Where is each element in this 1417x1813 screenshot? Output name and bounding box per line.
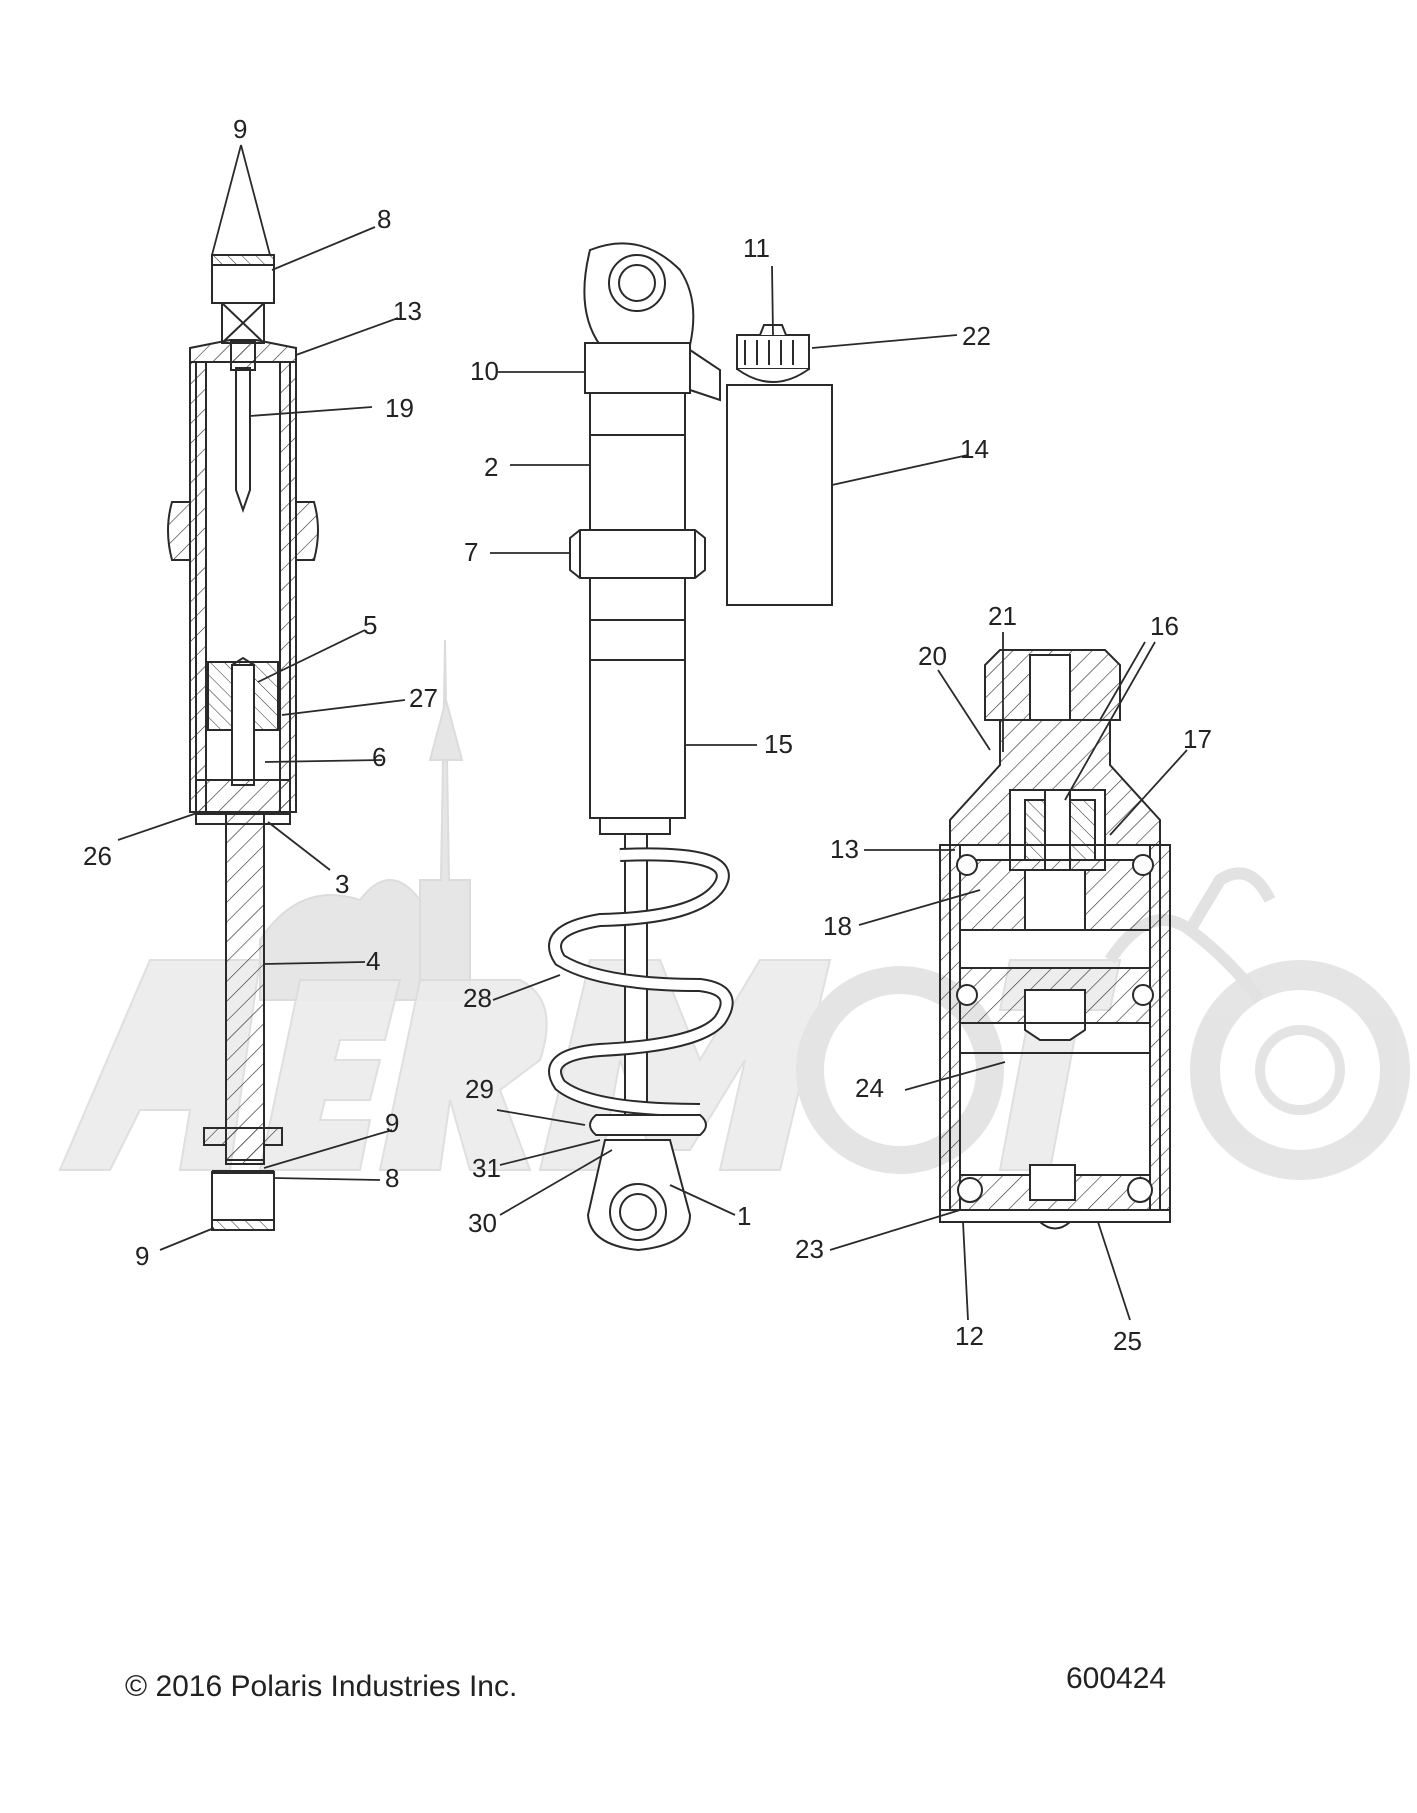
callout-9-top: 9 [233,114,247,144]
callout-5: 5 [363,610,377,640]
callout-23: 23 [795,1234,824,1264]
callout-29: 29 [465,1074,494,1104]
callout-18: 18 [823,911,852,941]
callout-10: 10 [470,356,499,386]
callout-15: 15 [764,729,793,759]
callout-17: 17 [1183,724,1212,754]
watermark [58,639,1410,1180]
callout-2: 2 [484,452,498,482]
drawing-number: 600424 [1066,1662,1167,1695]
watermark-motorcycle [1105,867,1276,1004]
callout-1: 1 [737,1201,751,1231]
copyright-notice: © 2016 Polaris Industries Inc. [125,1670,518,1703]
callout-7: 7 [464,537,478,567]
callout-labels: 9 8 13 19 5 27 6 26 3 4 9 8 9 11 22 10 2… [83,114,1212,1356]
shock-cross-section [167,254,319,1231]
callout-9-mid: 9 [385,1108,399,1138]
callout-31: 31 [472,1153,501,1183]
callout-26: 26 [83,841,112,871]
callout-13-right: 13 [830,834,859,864]
callout-8-bottom: 8 [385,1163,399,1193]
shock-exterior [548,242,833,1252]
callout-30: 30 [468,1208,497,1238]
callout-13-left: 13 [393,296,422,326]
callout-24: 24 [855,1073,884,1103]
callout-11: 11 [743,233,770,263]
callout-3: 3 [335,869,349,899]
watermark-letters [58,959,1410,1180]
callout-20: 20 [918,641,947,671]
callout-28: 28 [463,983,492,1013]
callout-21: 21 [988,601,1017,631]
callout-12: 12 [955,1321,984,1351]
callout-16: 16 [1150,611,1179,641]
callout-8-top: 8 [377,204,391,234]
callout-9-bottom: 9 [135,1241,149,1271]
callout-22: 22 [962,321,991,351]
callout-6: 6 [372,742,386,772]
leader-lines [117,144,1188,1321]
callout-25: 25 [1113,1326,1142,1356]
callout-4: 4 [366,946,380,976]
callout-19: 19 [385,393,414,423]
callout-14: 14 [960,434,989,464]
callout-27: 27 [409,683,438,713]
